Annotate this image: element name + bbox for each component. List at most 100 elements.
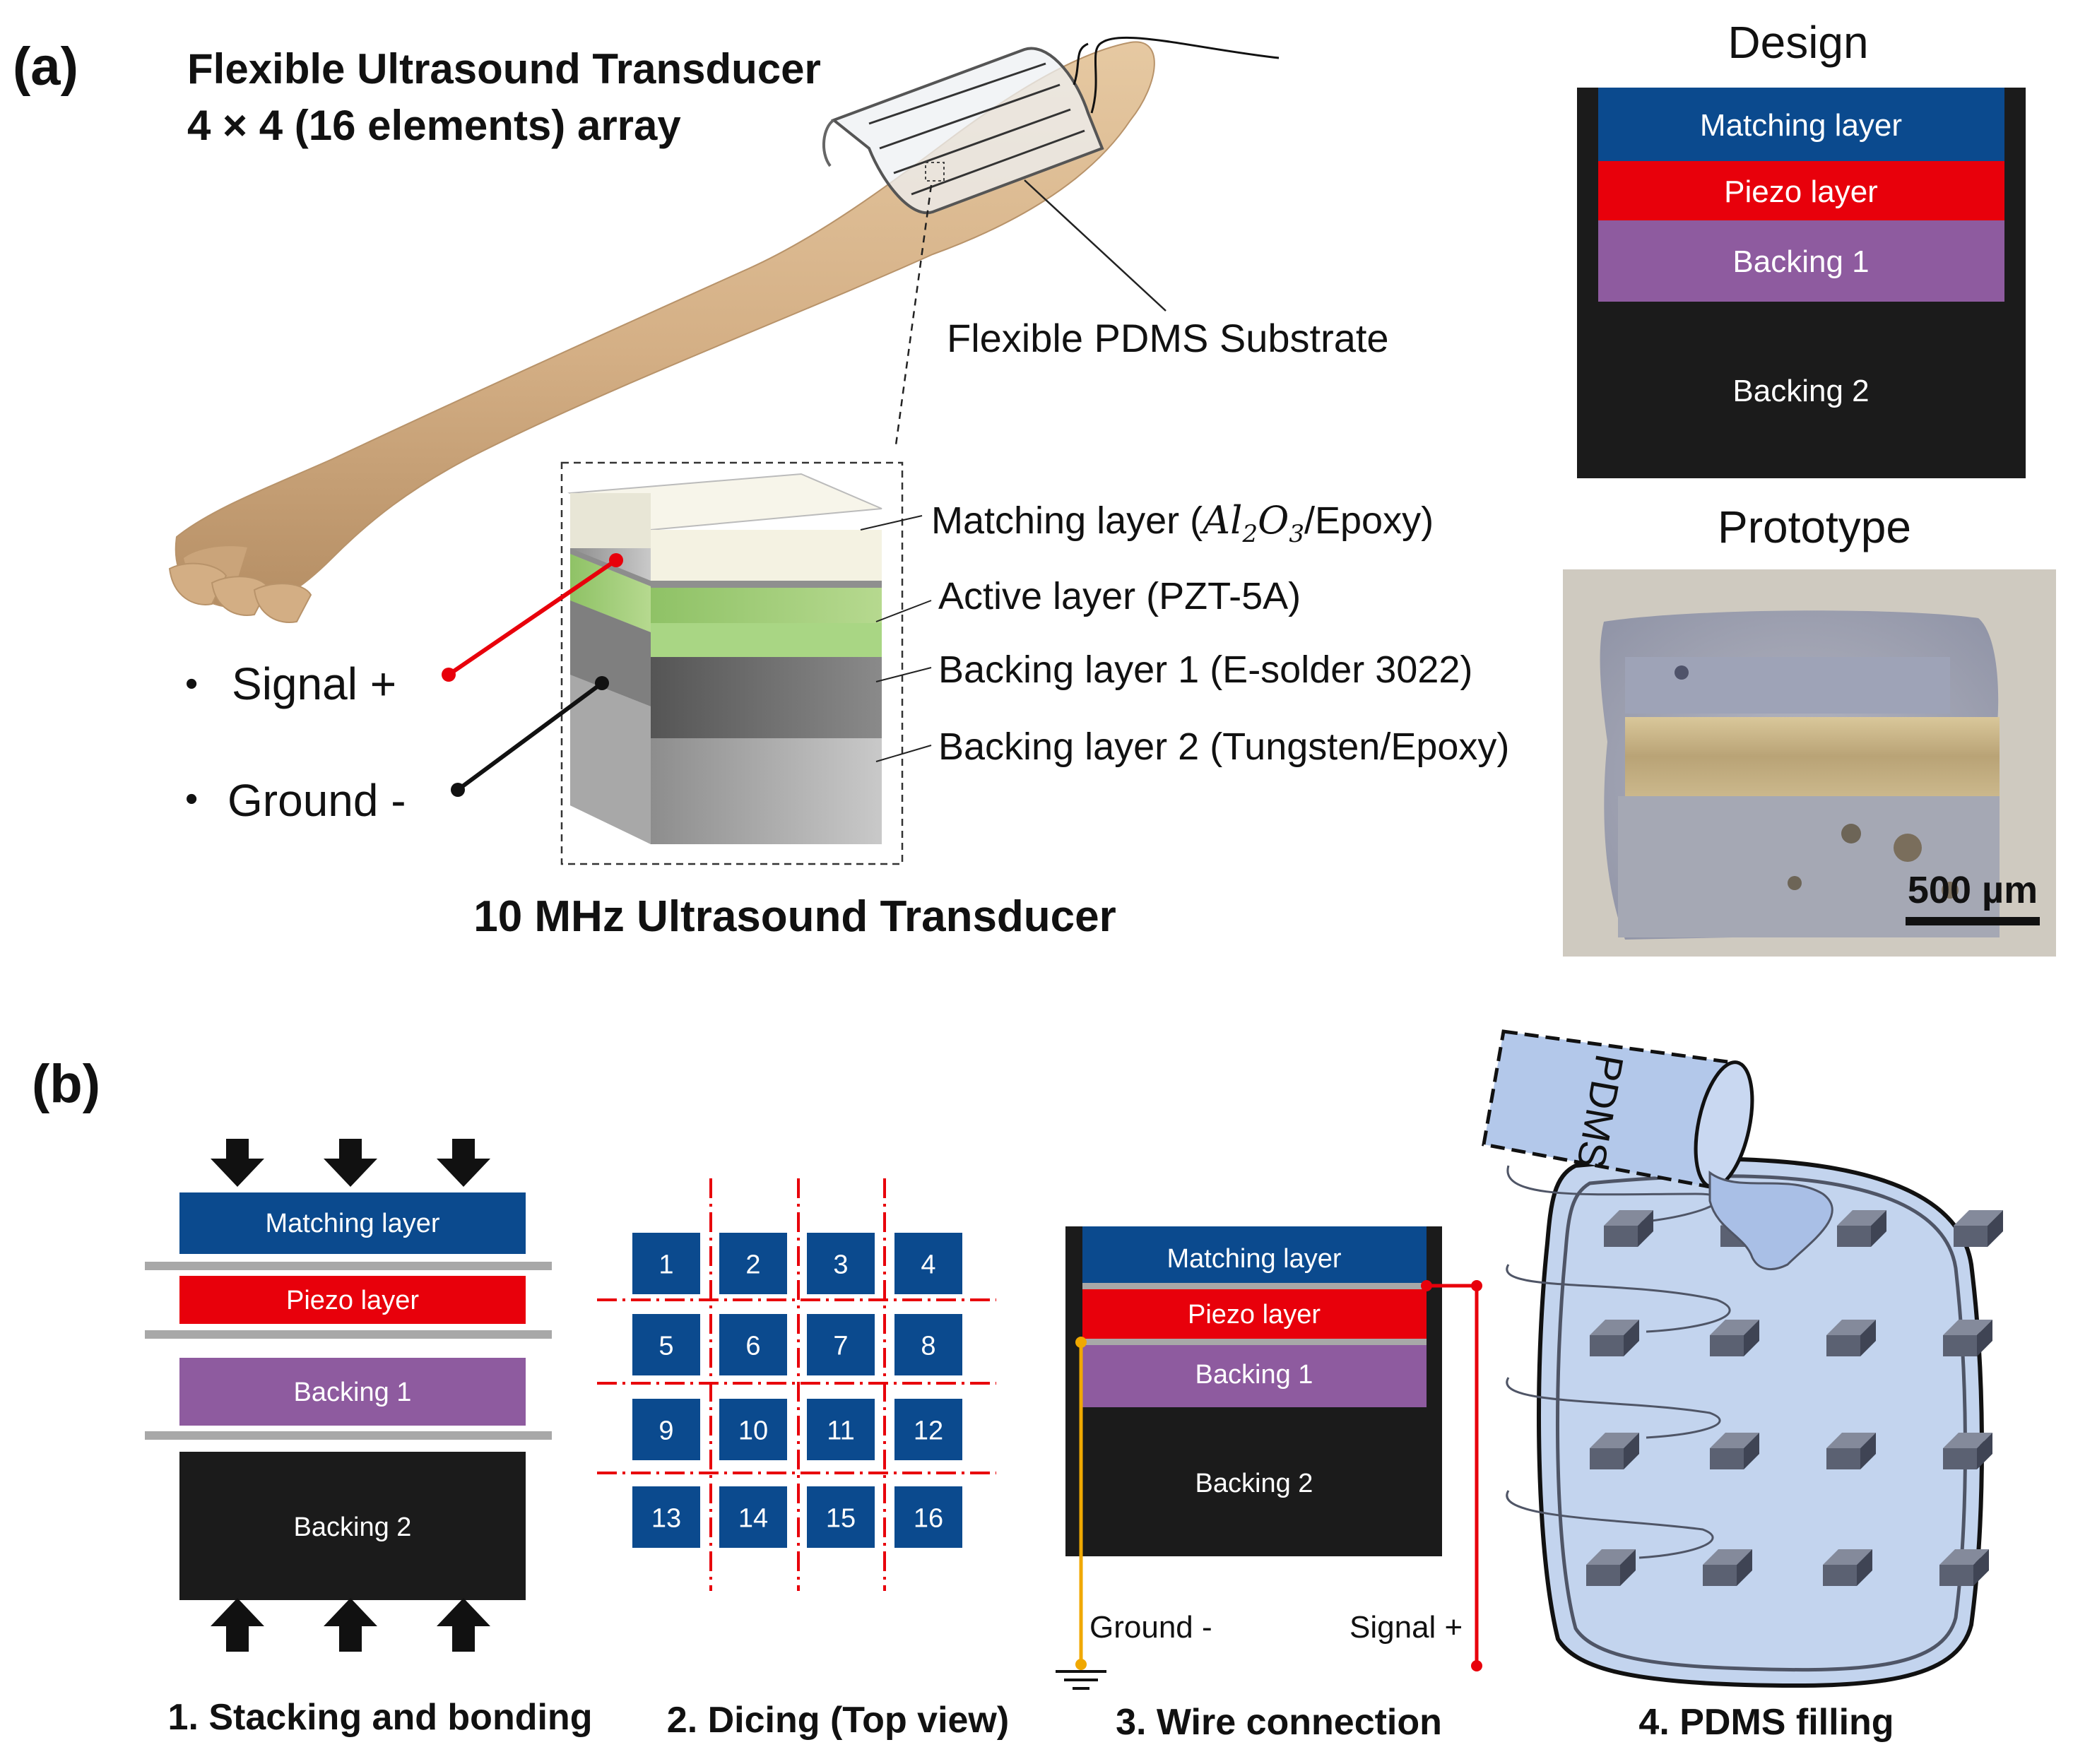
pdms-element-block-7 (1826, 1320, 1876, 1356)
dicing-element-label-3: 3 (833, 1250, 848, 1280)
dicing-element-7 (807, 1314, 875, 1375)
backing2-layer-label: Backing layer 2 (Tungsten/Epoxy) (938, 726, 1509, 768)
step3-ground-label: Ground - (1089, 1610, 1212, 1645)
step3-backing2-label: Backing 2 (1195, 1469, 1313, 1498)
design-backing2-label: Backing 2 (1732, 374, 1869, 408)
transducer-block (567, 473, 882, 844)
step3-bond-line-1 (1082, 1283, 1427, 1289)
step1-top-arrows (211, 1139, 490, 1187)
design-title: Design (1728, 17, 1868, 68)
flexible-patch-illustration (822, 36, 1280, 215)
dicing-element-10 (719, 1399, 787, 1460)
dicing-element-label-12: 12 (914, 1416, 943, 1446)
active-leader (875, 600, 932, 622)
transducer-title: 10 MHz Ultrasound Transducer (473, 892, 1116, 941)
step1-bond-line-2 (145, 1330, 552, 1339)
step3-signal-label: Signal + (1349, 1610, 1463, 1645)
dicing-element-9 (632, 1399, 700, 1460)
signal-bullet: • (185, 663, 198, 704)
step2-caption: 2. Dicing (Top view) (667, 1700, 1009, 1741)
zoom-dashed-line (894, 184, 933, 446)
dicing-element-label-13: 13 (651, 1504, 681, 1534)
dicing-element-label-10: 10 (738, 1416, 768, 1446)
pdms-element-block-3 (1837, 1210, 1886, 1247)
dicing-element-5 (632, 1314, 700, 1375)
design-piezo-layer (1598, 161, 2004, 220)
signal-wire (447, 558, 618, 677)
pdms-element-block-6 (1710, 1320, 1759, 1356)
signal-wire-contact (609, 553, 623, 567)
dicing-element-label-8: 8 (921, 1332, 935, 1361)
step1-backing1-layer (179, 1358, 526, 1426)
dicing-element-14 (719, 1486, 787, 1548)
dicing-element-label-4: 4 (921, 1250, 935, 1280)
step1-caption: 1. Stacking and bonding (168, 1697, 593, 1738)
ground-symbol-icon (1056, 1670, 1106, 1690)
dicing-element-2 (719, 1233, 787, 1294)
pdms-element-block-14 (1703, 1549, 1752, 1586)
dicing-element-label-14: 14 (738, 1504, 768, 1534)
ground-wire-contact (595, 676, 609, 690)
matching-layer-label: Matching layer (Al2O3/Epoxy) (931, 498, 1434, 548)
pdms-element-block-15 (1823, 1549, 1872, 1586)
dicing-element-3 (807, 1233, 875, 1294)
pdms-element-block-5 (1590, 1320, 1639, 1356)
step3-ground-node (1075, 1659, 1087, 1670)
step1-bottom-arrows (211, 1598, 490, 1652)
design-stack (1577, 88, 2026, 478)
step1-piezo-layer (179, 1276, 526, 1324)
dicing-element-label-5: 5 (658, 1332, 673, 1361)
backing1-layer-label: Backing layer 1 (E-solder 3022) (938, 649, 1472, 691)
design-piezo-label: Piezo layer (1724, 174, 1878, 209)
step3-backing1-label: Backing 1 (1195, 1360, 1313, 1390)
design-backing1-label: Backing 1 (1732, 244, 1869, 279)
active-layer-label: Active layer (PZT-5A) (938, 575, 1301, 617)
step3-piezo-layer (1082, 1289, 1427, 1339)
step3-matching-label: Matching layer (1167, 1244, 1341, 1274)
dicing-element-label-15: 15 (826, 1504, 856, 1534)
scale-bar-label: 500 µm (1908, 869, 2038, 911)
panel-a-label: (a) (13, 37, 78, 97)
matching-leader (860, 515, 923, 531)
step3-backing1-layer (1082, 1345, 1427, 1407)
pdms-element-block-10 (1710, 1433, 1759, 1469)
step1-matching-label: Matching layer (265, 1209, 439, 1238)
dicing-element-13 (632, 1486, 700, 1548)
step1-bond-line-3 (145, 1431, 552, 1440)
step1-backing2-label: Backing 2 (294, 1513, 412, 1542)
dicing-element-label-2: 2 (745, 1250, 760, 1280)
pdms-cup (1482, 1029, 1833, 1271)
transducer-dashed-box (560, 461, 904, 865)
panel-a-title-line1: Flexible Ultrasound Transducer (187, 45, 821, 93)
dicing-element-6 (719, 1314, 787, 1375)
step3-signal-node (1471, 1280, 1482, 1291)
step3-piezo-label: Piezo layer (1188, 1300, 1321, 1330)
step1-matching-layer (179, 1192, 526, 1254)
dicing-lines (597, 1178, 996, 1591)
step1-backing1-label: Backing 1 (294, 1378, 412, 1407)
step1-piezo-label: Piezo layer (286, 1286, 419, 1315)
dicing-element-label-16: 16 (914, 1504, 943, 1534)
ground-bullet: • (185, 779, 198, 819)
pdms-element-block-12 (1943, 1433, 1992, 1469)
step3-signal-terminal (1471, 1660, 1482, 1671)
scale-bar (1906, 917, 2040, 925)
ground-label: Ground - (228, 775, 406, 826)
dicing-element-16 (894, 1486, 962, 1548)
dicing-element-11 (807, 1399, 875, 1460)
pdms-element-block-1 (1604, 1210, 1653, 1247)
step3-ground-contact (1075, 1337, 1087, 1348)
dicing-element-label-7: 7 (833, 1332, 848, 1361)
panel-a-title-line2: 4 × 4 (16 elements) array (187, 102, 681, 149)
dicing-element-label-6: 6 (745, 1332, 760, 1361)
signal-label: Signal + (232, 658, 396, 709)
prototype-title: Prototype (1718, 502, 1911, 552)
pdms-element-block-16 (1939, 1549, 1989, 1586)
pdms-element-block-8 (1943, 1320, 1992, 1356)
pdms-element-block-4 (1954, 1210, 2003, 1247)
design-matching-label: Matching layer (1700, 108, 1902, 143)
step3-caption: 3. Wire connection (1116, 1702, 1442, 1743)
pdms-element-block-11 (1826, 1433, 1876, 1469)
pdms-element-block-13 (1586, 1549, 1636, 1586)
